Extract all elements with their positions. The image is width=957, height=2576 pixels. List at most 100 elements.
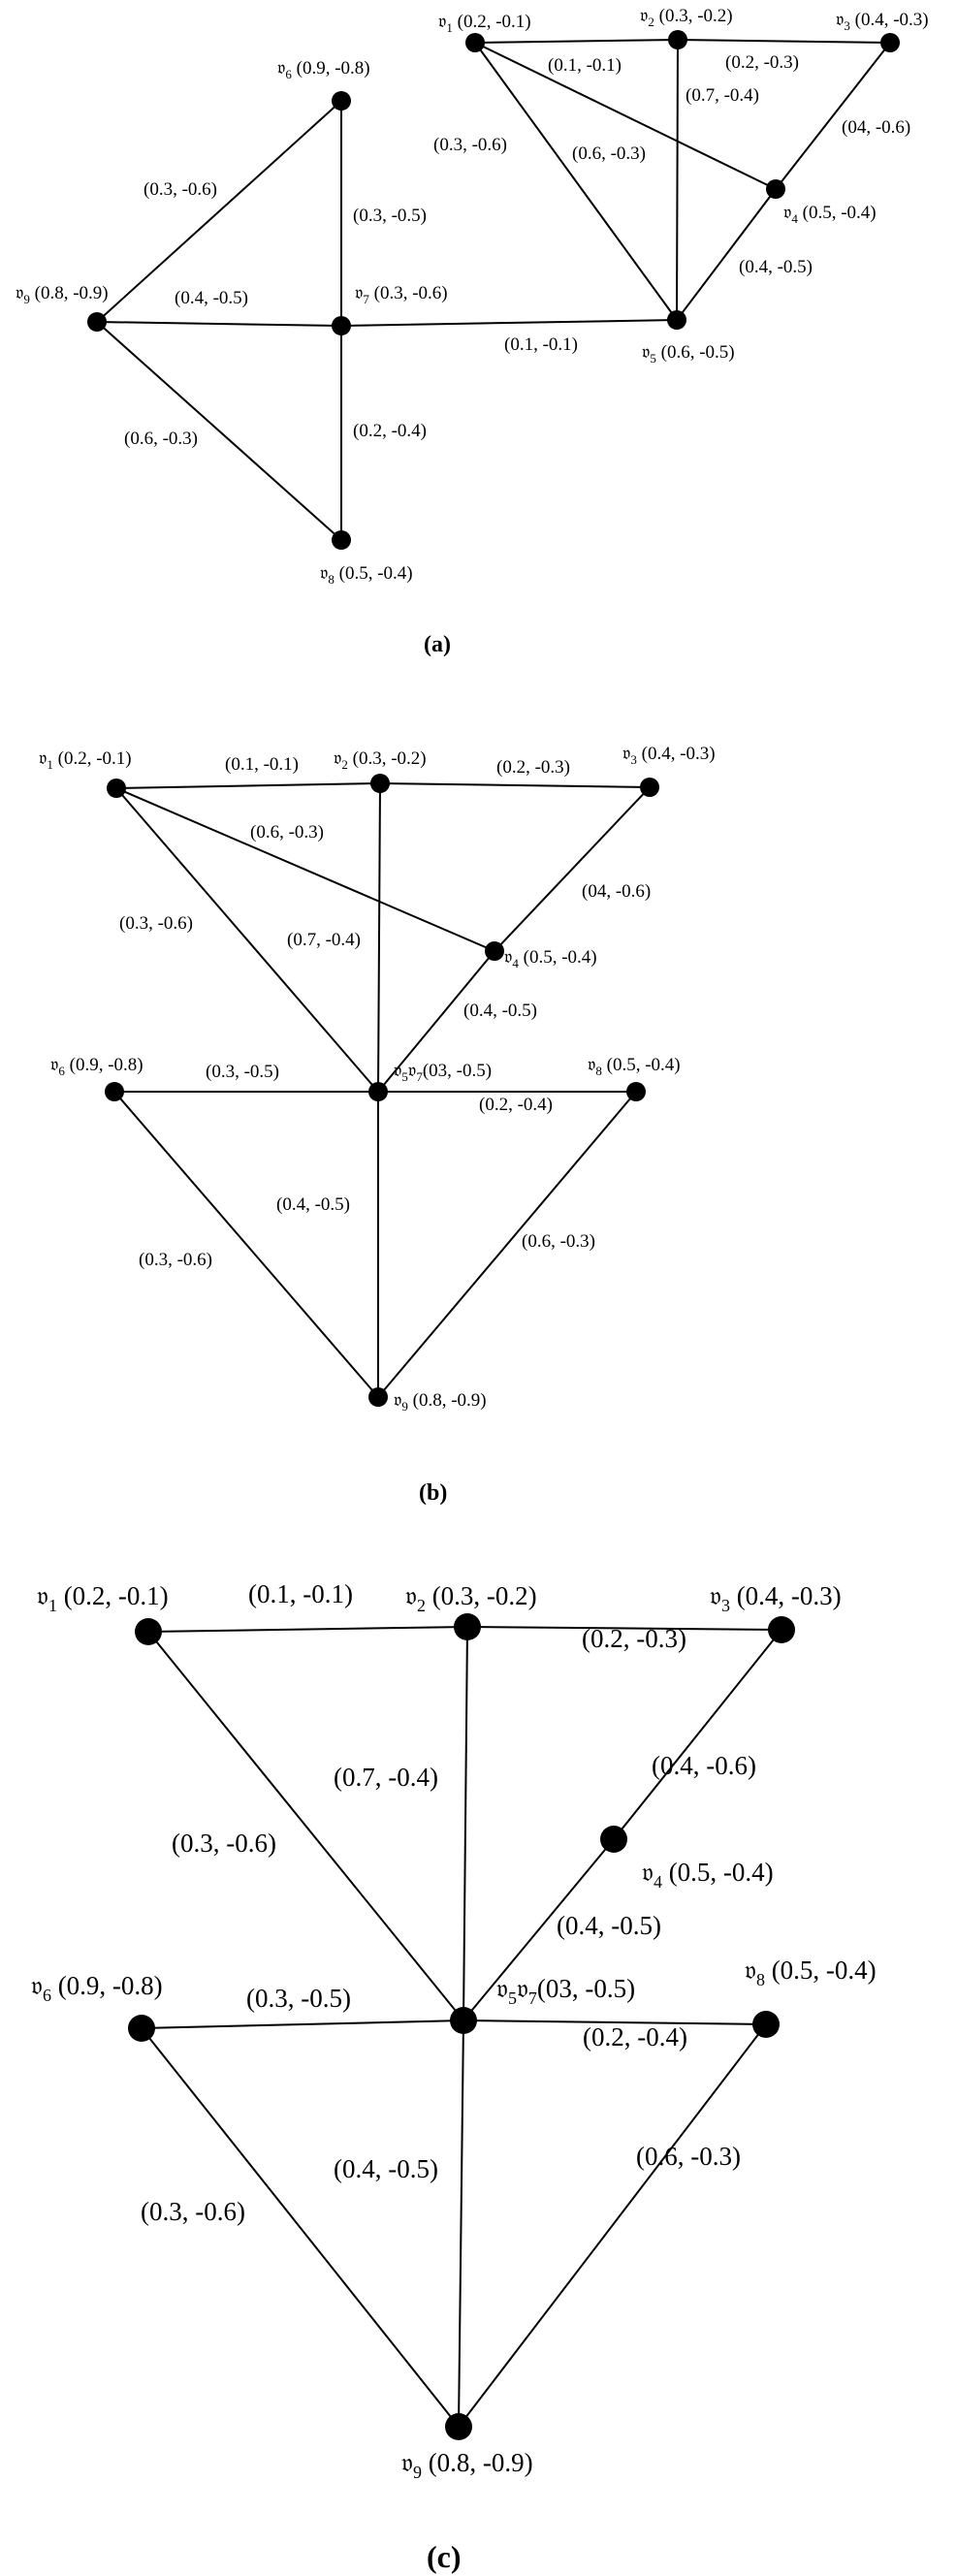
edge-label: (0.3, -0.6) <box>141 2197 245 2226</box>
vertex-symbol: 𝔳 <box>640 6 648 26</box>
vertex-symbol: 𝔳 <box>50 1055 58 1075</box>
edge-n2-n3 <box>379 782 651 788</box>
vertex-n2 <box>370 774 390 793</box>
edge-n2-n57 <box>463 1626 468 2021</box>
vertex-symbol: 𝔳 <box>401 2448 413 2477</box>
edge-n57-n9 <box>458 2019 464 2428</box>
edge-label: (0.3, -0.6) <box>139 1250 212 1270</box>
vertex-value: (0.2, -0.1) <box>57 1581 169 1610</box>
vertex-n8 <box>752 2011 780 2038</box>
vertex-symbol: 𝔳 <box>588 1055 595 1075</box>
vertex-n4 <box>766 179 785 199</box>
vertex-label: 𝔳2 (0.3, -0.2) <box>334 748 427 772</box>
edge-label: (0.6, -0.3) <box>124 429 198 449</box>
vertex-subscript: 9 <box>23 292 30 306</box>
vertex-value: (0.2, -0.1) <box>53 748 132 769</box>
edge-label: (04, -0.6) <box>582 881 651 902</box>
vertex-n7 <box>332 316 351 335</box>
vertex-value: (0.5, -0.4) <box>519 947 597 968</box>
edge-label: (0.2, -0.3) <box>725 52 799 73</box>
vertex-subscript: 4 <box>654 1872 662 1892</box>
vertex-symbol: 𝔳 <box>496 1974 508 2003</box>
edge-label: (0.3, -0.6) <box>172 1829 276 1858</box>
vertex-symbol: 𝔳 <box>408 1061 416 1081</box>
vertex-symbol: 𝔳 <box>405 1581 417 1610</box>
vertex-n4 <box>485 941 504 961</box>
edge-label: (0.7, -0.4) <box>334 1763 438 1792</box>
edge-label: (0.4, -0.5) <box>557 1911 661 1940</box>
vertex-symbol: 𝔳 <box>355 283 363 303</box>
vertex-label: 𝔳3 (0.4, -0.3) <box>710 1581 842 1615</box>
vertex-label: 𝔳4 (0.5, -0.4) <box>642 1858 774 1892</box>
edge-label: (0.1, -0.1) <box>548 55 622 76</box>
vertex-subscript: 5 <box>508 1988 517 2008</box>
vertex-subscript: 1 <box>446 20 453 35</box>
edge-label: (0.6, -0.3) <box>636 2142 741 2171</box>
edge-label: (0.2, -0.4) <box>479 1095 553 1115</box>
edge-n1-n4 <box>115 787 495 952</box>
edge-n1-n2 <box>474 39 679 44</box>
vertex-value: (0.6, -0.5) <box>656 342 735 363</box>
vertex-symbol: 𝔳 <box>394 1061 401 1081</box>
panel-c: (0.1, -0.1)(0.2, -0.3)(0.3, -0.6)(0.7, -… <box>31 1579 877 2574</box>
edge-label: (0.3, -0.6) <box>144 179 217 200</box>
edge-n8-n9 <box>458 2023 767 2428</box>
vertex-label: 𝔳8 (0.5, -0.4) <box>320 563 413 587</box>
edge-label: (0.3, -0.6) <box>119 913 193 934</box>
edge-n57-n8 <box>463 2019 767 2025</box>
vertex-n9 <box>368 1387 388 1407</box>
edge-label: (0.4, -0.6) <box>652 1751 756 1780</box>
vertex-value: (03, -0.5) <box>537 1974 635 2003</box>
vertex-label: 𝔳2 (0.3, -0.2) <box>405 1581 537 1615</box>
vertex-label: 𝔳5𝔳7(03, -0.5) <box>394 1061 492 1084</box>
edge-n1-n2 <box>147 1626 468 1633</box>
vertex-value: (0.8, -0.9) <box>422 2448 533 2477</box>
edge-label: (0.1, -0.1) <box>504 334 578 355</box>
edge-label: (0.1, -0.1) <box>248 1579 353 1608</box>
vertex-symbol: 𝔳 <box>277 58 285 79</box>
vertex-label: 𝔳9 (0.8, -0.9) <box>16 283 109 306</box>
vertex-label: 𝔳1 (0.2, -0.1) <box>39 748 132 772</box>
vertex-label: 𝔳9 (0.8, -0.9) <box>401 2448 533 2482</box>
panel-a: (0.2, -0.3)(0.1, -0.1)(0.3, -0.6)(0.7, -… <box>16 6 929 657</box>
edge-n8-n9 <box>377 1091 637 1398</box>
edge-label: (0.4, -0.5) <box>175 288 248 308</box>
edge-n3-n4 <box>775 42 891 190</box>
vertex-value: (03, -0.5) <box>423 1061 492 1081</box>
edge-label: (0.3, -0.6) <box>433 135 507 155</box>
vertex-subscript: 3 <box>721 1596 730 1615</box>
vertex-n1 <box>135 1618 162 1645</box>
vertex-label: 𝔳8 (0.5, -0.4) <box>745 1956 877 1989</box>
vertex-subscript: 8 <box>756 1970 765 1989</box>
vertex-symbol: 𝔳 <box>394 1390 401 1411</box>
vertex-subscript: 7 <box>416 1069 423 1084</box>
vertex-label: 𝔳1 (0.2, -0.1) <box>37 1581 169 1615</box>
vertex-subscript: 6 <box>43 1986 51 2005</box>
vertex-subscript: 3 <box>844 18 850 33</box>
vertex-symbol: 𝔳 <box>642 1858 654 1887</box>
panel-caption: (b) <box>419 1480 447 1506</box>
edge-label: (0.3, -0.5) <box>206 1062 279 1082</box>
vertex-symbol: 𝔳 <box>642 342 650 363</box>
edge-n2-n3 <box>677 39 891 44</box>
vertex-n2 <box>668 30 687 49</box>
vertex-label: 𝔳3 (0.4, -0.3) <box>836 10 929 33</box>
vertex-subscript: 5 <box>650 351 656 366</box>
vertex-symbol: 𝔳 <box>745 1956 756 1985</box>
vertex-subscript: 9 <box>413 2463 422 2482</box>
edge-label: (04, -0.6) <box>842 117 910 138</box>
vertex-value: (0.9, -0.8) <box>51 1971 163 2000</box>
vertex-n57 <box>450 2007 477 2034</box>
vertex-label: 𝔳7 (0.3, -0.6) <box>355 283 448 306</box>
edge-label: (0.2, -0.3) <box>496 757 570 778</box>
vertex-n8 <box>332 530 351 550</box>
vertex-n5 <box>667 310 686 330</box>
edge-n3-n4 <box>613 1629 782 1840</box>
edge-n7-n5 <box>340 319 678 327</box>
edge-label: (0.6, -0.3) <box>250 822 324 843</box>
vertex-label: 𝔳3 (0.4, -0.3) <box>622 744 716 767</box>
vertex-subscript: 2 <box>341 757 348 772</box>
vertex-symbol: 𝔳 <box>31 1971 43 2000</box>
